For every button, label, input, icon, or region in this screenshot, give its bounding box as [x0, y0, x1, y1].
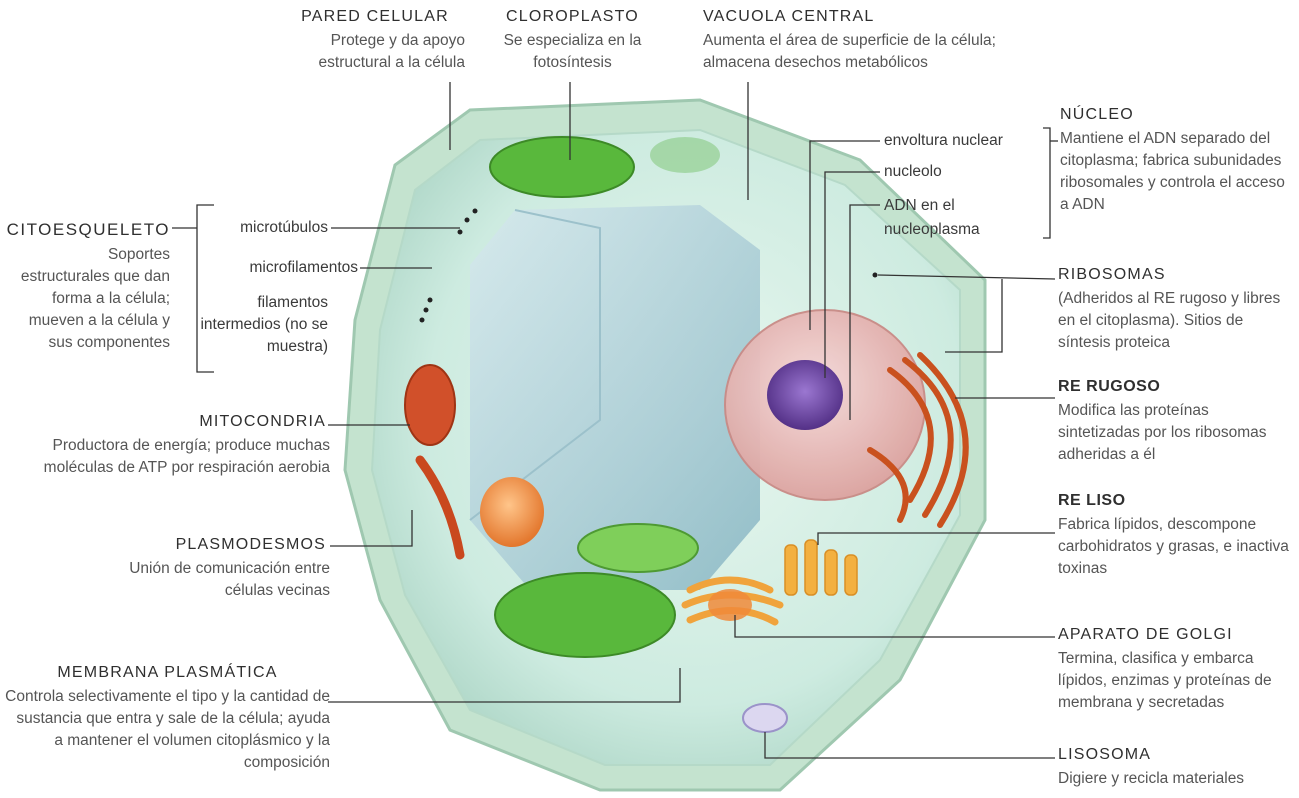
- label-aparato-golgi: APARATO DE GOLGI Termina, clasifica y em…: [1058, 626, 1293, 714]
- microtubulos-label: microtúbulos: [200, 217, 328, 239]
- re-liso-desc: Fabrica lípidos, descompone carbohidrato…: [1058, 514, 1293, 580]
- label-re-liso: RE LISO Fabrica lípidos, descompone carb…: [1058, 492, 1293, 580]
- label-re-rugoso: RE RUGOSO Modifica las proteínas sinteti…: [1058, 378, 1283, 466]
- ribosomas-title: RIBOSOMAS: [1058, 266, 1293, 284]
- label-citoesqueleto: CITOESQUELETO Soportes estructurales que…: [5, 220, 170, 354]
- label-vacuola-central: VACUOLA CENTRAL Aumenta el área de super…: [703, 8, 1023, 74]
- lisosoma-title: LISOSOMA: [1058, 746, 1293, 764]
- cloroplasto-desc: Se especializa en la fotosíntesis: [500, 30, 645, 74]
- lisosoma-desc: Digiere y recicla materiales: [1058, 768, 1293, 790]
- label-plasmodesmos: PLASMODESMOS Unión de comunicación entre…: [110, 536, 330, 602]
- nucleolus: [767, 360, 843, 430]
- membrana-plasmatica-title: MEMBRANA PLASMÁTICA: [5, 664, 330, 682]
- vesicle: [480, 477, 544, 547]
- golgi-vesicle: [708, 589, 752, 621]
- aparato-golgi-title: APARATO DE GOLGI: [1058, 626, 1293, 644]
- vacuola-central-desc: Aumenta el área de superficie de la célu…: [703, 30, 1023, 74]
- membrana-plasmatica-desc: Controla selectivamente el tipo y la can…: [5, 686, 330, 774]
- re-liso-title: RE LISO: [1058, 492, 1293, 510]
- nucleo-title: NÚCLEO: [1060, 106, 1285, 124]
- filamentos-intermedios-label: filamentos intermedios (no se muestra): [200, 292, 328, 358]
- label-ribosomas: RIBOSOMAS (Adheridos al RE rugoso y libr…: [1058, 266, 1293, 354]
- nucleolo-label: nucleolo: [884, 161, 942, 183]
- re-rugoso-desc: Modifica las proteínas sintetizadas por …: [1058, 400, 1283, 466]
- chloroplast-bottom: [495, 573, 675, 657]
- envoltura-nuclear-label: envoltura nuclear: [884, 130, 1003, 152]
- label-cloroplasto: CLOROPLASTO Se especializa en la fotosín…: [500, 8, 645, 74]
- mitocondria-title: MITOCONDRIA: [40, 413, 326, 431]
- chloroplast-top: [490, 137, 634, 197]
- nucleo-desc: Mantiene el ADN separado del citoplasma;…: [1060, 128, 1285, 216]
- label-lisosoma: LISOSOMA Digiere y recicla materiales: [1058, 746, 1293, 790]
- pared-celular-desc: Protege y da apoyo estructural a la célu…: [285, 30, 465, 74]
- plasmodesmos-title: PLASMODESMOS: [110, 536, 326, 554]
- pared-celular-title: PARED CELULAR: [285, 8, 465, 26]
- citoesqueleto-desc: Soportes estructurales que dan forma a l…: [15, 244, 170, 354]
- label-nucleo: NÚCLEO Mantiene el ADN separado del cito…: [1060, 106, 1285, 216]
- cloroplasto-title: CLOROPLASTO: [500, 8, 645, 26]
- label-membrana-plasmatica: MEMBRANA PLASMÁTICA Controla selectivame…: [5, 664, 330, 774]
- aparato-golgi-desc: Termina, clasifica y embarca lípidos, en…: [1058, 648, 1293, 714]
- microfilamentos-label: microfilamentos: [190, 257, 358, 279]
- mitocondria-desc: Productora de energía; produce muchas mo…: [40, 435, 330, 479]
- adn-label: ADN en el nucleoplasma: [884, 194, 1004, 242]
- re-rugoso-title: RE RUGOSO: [1058, 378, 1283, 396]
- chloroplast-right: [650, 137, 720, 173]
- chloroplast-middle: [578, 524, 698, 572]
- ribosomas-desc: (Adheridos al RE rugoso y libres en el c…: [1058, 288, 1293, 354]
- lysosome: [743, 704, 787, 732]
- mitochondria: [405, 365, 455, 445]
- label-mitocondria: MITOCONDRIA Productora de energía; produ…: [40, 413, 330, 479]
- citoesqueleto-title: CITOESQUELETO: [5, 220, 170, 240]
- plasmodesmos-desc: Unión de comunicación entre células veci…: [110, 558, 330, 602]
- label-pared-celular: PARED CELULAR Protege y da apoyo estruct…: [285, 8, 465, 74]
- vacuola-central-title: VACUOLA CENTRAL: [703, 8, 1023, 26]
